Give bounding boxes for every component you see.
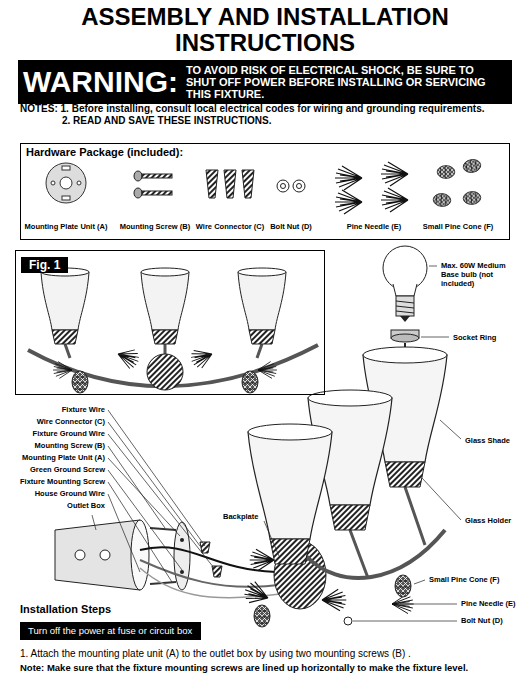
callout-label: Small Pine Cone (F) [428,575,500,584]
callout-label: Max. 60W Medium Base bulb (not included) [440,261,516,288]
callout-label: Bolt Nut (D) [460,616,504,625]
instruction-band: Turn off the power at fuse or circuit bo… [20,622,201,640]
hardware-box: Hardware Package (included): Mounting Pla… [20,143,510,240]
callout-label: Fixture Wire [2,405,105,414]
document-title: ASSEMBLY AND INSTALLATION INSTRUCTIONS [45,4,485,56]
callout-label: Wire Connector (C) [2,417,105,426]
callout-label: Mounting Screw (B) [2,441,105,450]
part-caption: Wire Connector (C) [194,222,266,231]
figure-frame: Fig. 1 [15,250,325,395]
part-caption: Bolt Nut (D) [266,222,316,231]
leader-lines [92,266,461,621]
callout-label: Glass Shade [464,436,511,445]
note-text: NOTES: 1. Before installing, consult loc… [20,103,515,115]
callout-label: Outlet Box [2,501,105,510]
callout-label: Glass Holder [464,516,512,525]
band-text: Turn off the power at fuse or circuit bo… [28,625,192,637]
warning-band: WARNING:TO AVOID RISK OF ELECTRICAL SHOC… [18,60,512,104]
callout-label: Fixture Ground Wire [2,429,105,438]
part-caption: Mounting Screw (B) [119,222,191,231]
hardware-icons [46,158,482,214]
callout-label: Mounting Plate Unit (A) [2,453,105,462]
part-caption: Mounting Plate Unit (A) [22,222,110,231]
note-text: 2. READ AND SAVE THESE INSTRUCTIONS. [62,115,512,127]
note-text: Note: Make sure that the fixture mountin… [20,662,525,673]
exploded-view [55,246,447,627]
box-heading: Hardware Package (included): [26,146,326,159]
part-caption: Small Pine Cone (F) [416,222,500,231]
warning-word: WARNING: [23,66,183,98]
callout-label: Green Ground Screw [2,465,105,474]
warning-text: TO AVOID RISK OF ELECTRICAL SHOCK, BE SU… [186,64,506,100]
part-caption: Pine Needle (E) [338,222,410,231]
step-text: 1. Attach the mounting plate unit (A) to… [20,648,525,660]
callout-label: House Ground Wire [2,489,105,498]
callout-label: Socket Ring [452,333,497,342]
fixture-figure [28,268,318,393]
section-heading: Installation Steps [20,603,320,616]
figure-tab: Fig. 1 [21,257,68,273]
callout-label: Pine Needle (E) [460,599,517,608]
callout-label: Backplate [222,512,259,521]
callout-label: Fixture Mounting Screw [2,477,105,486]
